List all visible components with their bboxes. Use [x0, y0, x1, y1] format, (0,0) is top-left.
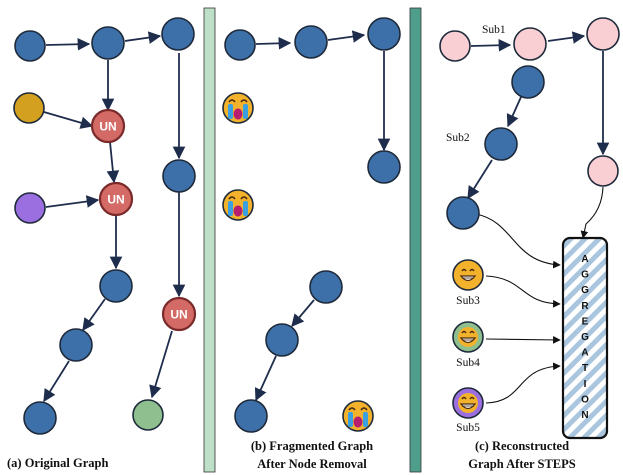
- node-c3: [446, 196, 480, 230]
- node-a2: [91, 26, 125, 60]
- aggregation-letter: E: [582, 316, 589, 327]
- sub4-node: [452, 321, 484, 353]
- grinning-face-icon: [457, 264, 479, 286]
- node-a1: [14, 30, 46, 62]
- grinning-face-icon: [457, 392, 479, 414]
- aggregation-letter: G: [581, 285, 589, 296]
- crying-face-icon: [342, 400, 374, 432]
- node-c2: [484, 127, 518, 161]
- node-pink-3: [586, 17, 620, 51]
- label-sub5: Sub5: [456, 422, 480, 434]
- un-node-1: UN: [90, 108, 126, 144]
- svg-text:UN: UN: [99, 120, 116, 134]
- crying-face-icon: [222, 189, 254, 221]
- node-b5: [309, 270, 343, 304]
- caption-c-line1: (c) Reconstructed: [475, 439, 569, 453]
- node-a7: [23, 401, 57, 435]
- un-node-3: UN: [161, 296, 197, 332]
- label-sub1: Sub1: [482, 24, 506, 36]
- node-pink-2: [513, 27, 547, 61]
- node-b7: [234, 399, 268, 433]
- node-pink-4: [587, 155, 619, 187]
- aggregation-box: [561, 236, 609, 440]
- label-sub2: Sub2: [446, 132, 470, 144]
- caption-b-line1: (b) Fragmented Graph: [251, 439, 373, 453]
- aggregation-letter: A: [581, 254, 588, 265]
- svg-text:UN: UN: [107, 193, 124, 207]
- sub5-node: [452, 387, 484, 419]
- aggregation-letter: O: [581, 394, 589, 405]
- crying-face-icon: [222, 92, 254, 124]
- divider-right: [409, 7, 422, 473]
- sub3-node: [452, 259, 484, 291]
- aggregation-letter: A: [581, 348, 588, 359]
- node-a5: [99, 269, 133, 303]
- aggregation-letter: G: [581, 270, 589, 281]
- node-purple: [14, 192, 46, 224]
- caption-a: (a) Original Graph: [7, 456, 108, 470]
- aggregation-letter: N: [581, 410, 588, 421]
- label-sub4: Sub4: [456, 357, 480, 369]
- grinning-face-icon: [457, 326, 479, 348]
- node-b1: [224, 29, 256, 61]
- aggregation-letter: R: [581, 301, 589, 312]
- node-a6: [59, 328, 93, 362]
- node-b6: [265, 323, 299, 357]
- divider-left: [203, 7, 216, 473]
- node-c1: [511, 65, 545, 99]
- caption-b-line2: After Node Removal: [257, 457, 367, 471]
- panel-original-graph: UN UN UN (a) Original Graph: [7, 17, 197, 470]
- panel-fragmented-graph: (b) Fragmented Graph After Node Removal: [222, 17, 401, 471]
- node-gold: [13, 92, 45, 124]
- node-a3: [161, 17, 195, 51]
- un-node-2: UN: [98, 181, 134, 217]
- node-b4: [367, 150, 401, 184]
- aggregation-letter: T: [582, 363, 588, 374]
- node-pink-1: [439, 30, 471, 62]
- label-sub3: Sub3: [456, 295, 480, 307]
- node-b2: [294, 25, 328, 59]
- aggregation-letter: I: [584, 379, 587, 390]
- node-b3: [367, 17, 401, 51]
- node-green: [132, 399, 164, 431]
- caption-c-line2: Graph After STEPS: [468, 457, 575, 471]
- svg-text:UN: UN: [170, 308, 187, 322]
- aggregation-letter: G: [581, 332, 589, 343]
- node-a4: [162, 159, 196, 193]
